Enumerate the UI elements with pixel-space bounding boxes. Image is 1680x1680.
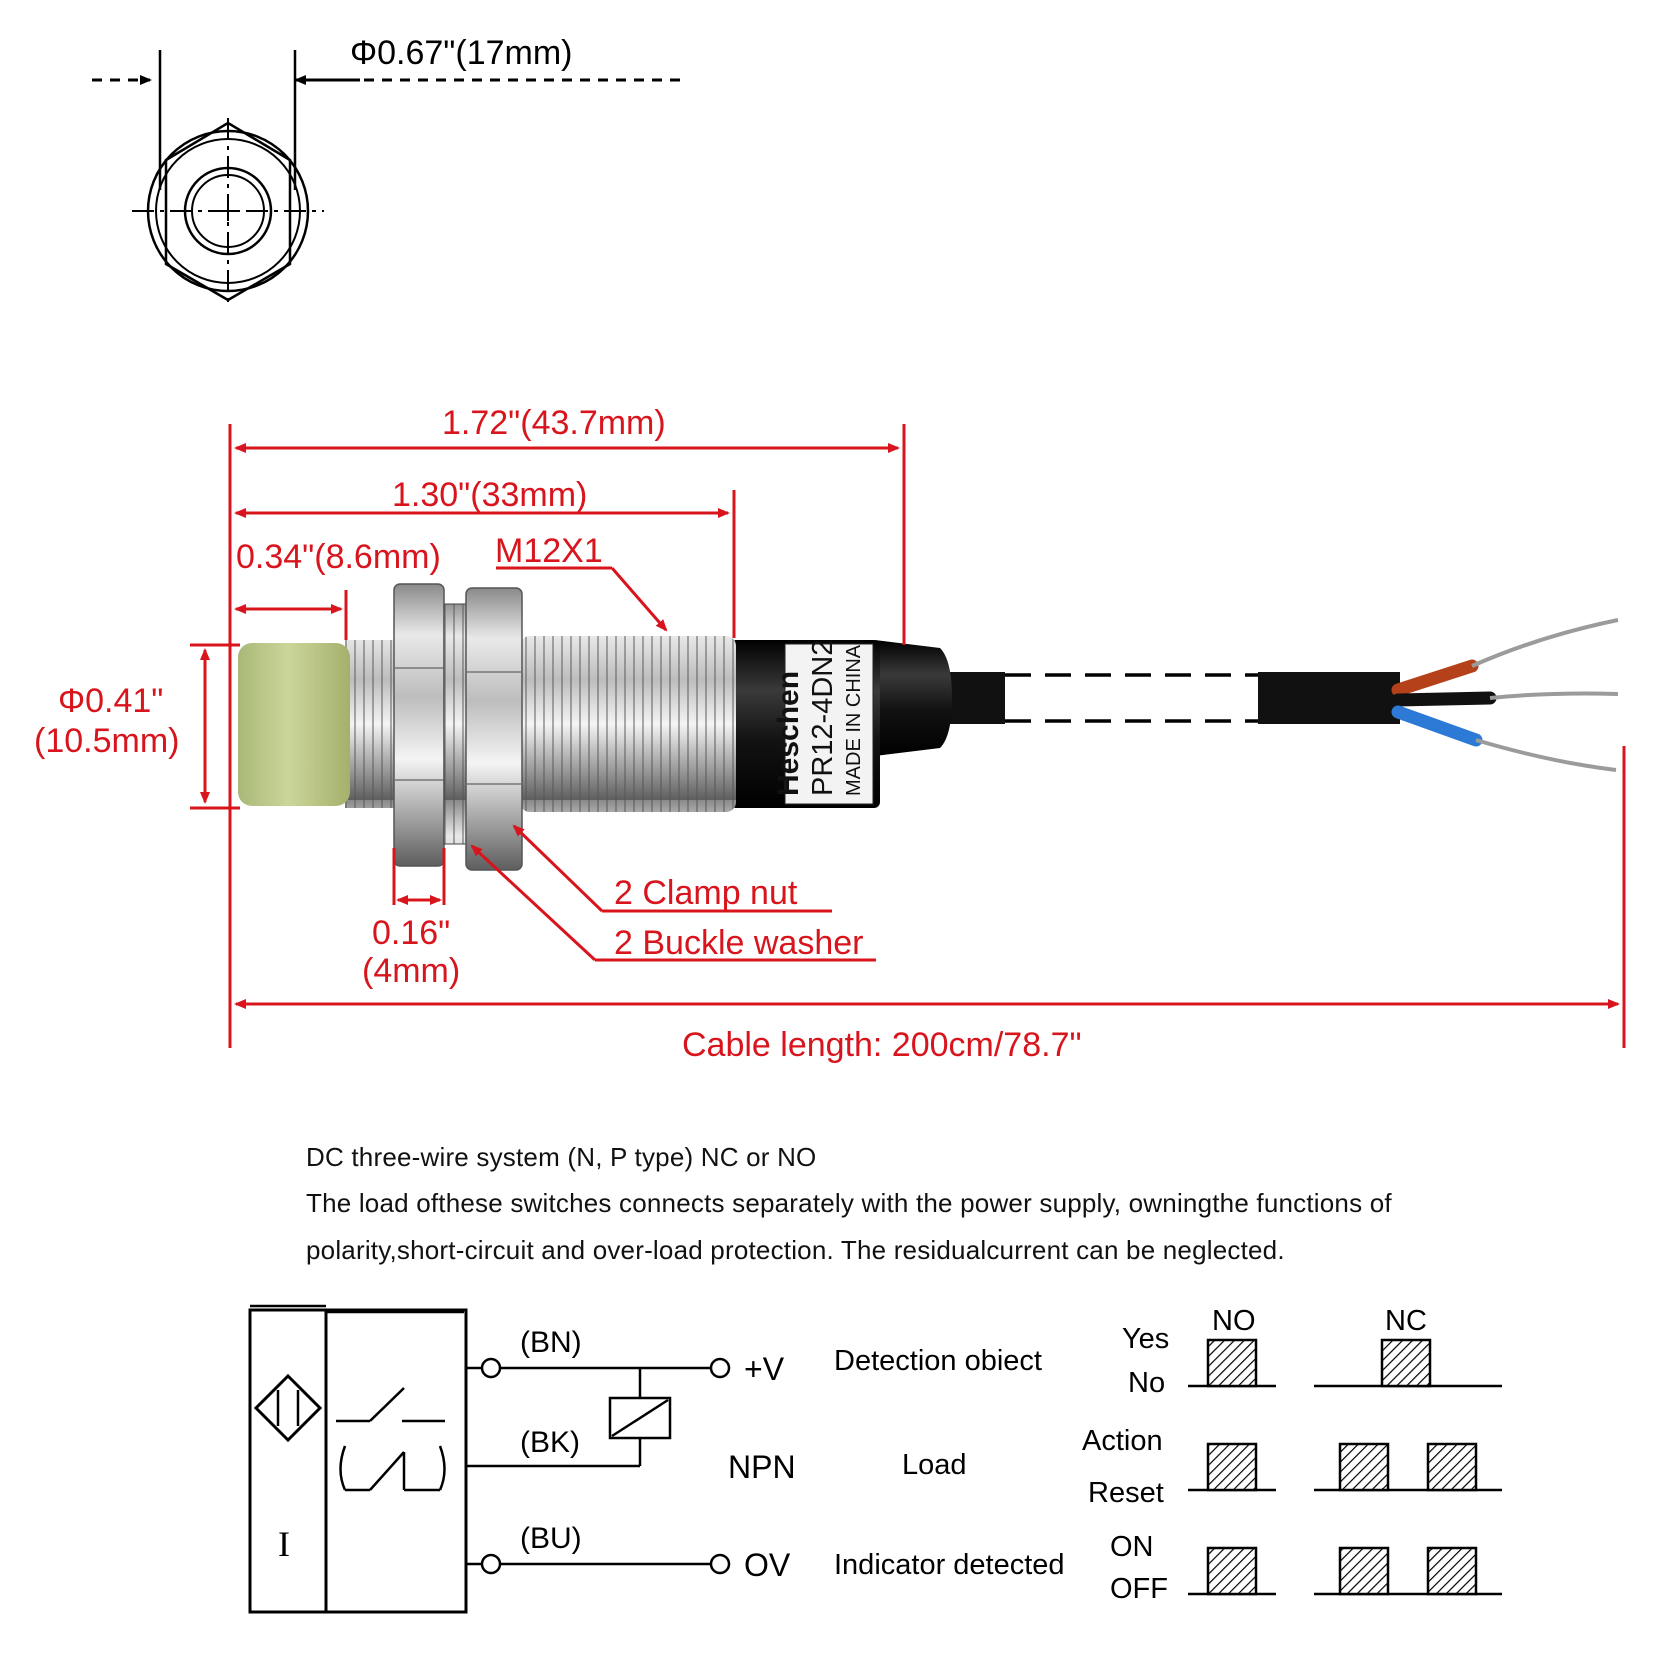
pulse-detect-nc [1380,1338,1432,1388]
row3-label: Indicator detected [834,1549,1065,1581]
buckle-washer-label: 2 Buckle washer [614,924,863,962]
wire-bk-label: (BK) [520,1426,580,1459]
cable-far [1258,672,1400,724]
row3-low: OFF [1110,1573,1168,1605]
dimension-annotations [190,424,1626,1048]
wire-blue [1391,705,1483,747]
description-line-2: polarity,short-circuit and over-load pro… [306,1235,1285,1265]
nut-thickness-mm-label: (4mm) [362,952,460,990]
sensor-brand: Heschen [772,671,805,796]
row2-label: Load [902,1449,967,1481]
pulse-load-nc-1 [1338,1442,1390,1492]
thread-spec-label: M12X1 [495,532,603,570]
total-length-label: 1.72"(43.7mm) [442,404,666,442]
cable-length-label: Cable length: 200cm/78.7" [682,1026,1082,1064]
sensor-model: PR12-4DN2 [807,640,839,796]
clamp-nut-right [465,587,523,871]
row1-low: No [1128,1367,1165,1399]
sensor-origin: MADE IN CHINA [843,644,865,796]
clamp-nut-label: 2 Clamp nut [614,874,798,912]
description-heading: DC three-wire system (N, P type) NC or N… [306,1142,817,1172]
head-diameter-inch-label: Φ0.41" [58,682,163,720]
terminal-positive: +V [744,1351,785,1387]
sensing-face [238,643,350,806]
pulse-detect-no [1206,1338,1258,1388]
col-no-header: NO [1212,1305,1256,1337]
pulse-indicator-nc-2 [1426,1546,1478,1596]
row1-high: Yes [1122,1323,1169,1355]
wire-bn-label: (BN) [520,1326,582,1359]
buckle-washer [443,603,467,845]
description-line-1: The load ofthese switches connects separ… [306,1188,1392,1218]
pulse-load-nc-2 [1426,1442,1478,1492]
wire-black [1391,691,1497,707]
terminal-negative: OV [744,1547,791,1583]
thread-length-label: 1.30"(33mm) [392,476,587,514]
row2-low: Reset [1088,1477,1164,1509]
top-view-drawing: Φ0.67"(17mm) [92,34,680,306]
clamp-nut-left [393,583,445,867]
wire-brown [1391,659,1479,697]
head-length-label: 0.34"(8.6mm) [236,538,441,576]
pulse-indicator-nc-1 [1338,1546,1390,1596]
col-nc-header: NC [1385,1305,1427,1337]
wire-bu-label: (BU) [520,1522,582,1555]
timing-table: Detection obiect Load Indicator detected… [834,1305,1502,1605]
current-symbol: I [278,1524,290,1564]
pulse-indicator-no [1206,1546,1258,1596]
wiring-schematic [248,1304,731,1614]
row2-high: Action [1082,1425,1163,1457]
nut-thickness-inch-label: 0.16" [372,914,450,952]
row3-high: ON [1110,1531,1154,1563]
face-diameter-label: Φ0.67"(17mm) [350,34,572,72]
row1-label: Detection obiect [834,1345,1042,1377]
threaded-body [520,636,736,812]
head-diameter-mm-label: (10.5mm) [34,722,179,760]
sensor-end-cap [875,640,952,756]
output-type-label: NPN [728,1449,796,1485]
pulse-load-no [1206,1442,1258,1492]
sensor-side-view: Heschen PR12-4DN2 MADE IN CHINA [238,583,1619,871]
